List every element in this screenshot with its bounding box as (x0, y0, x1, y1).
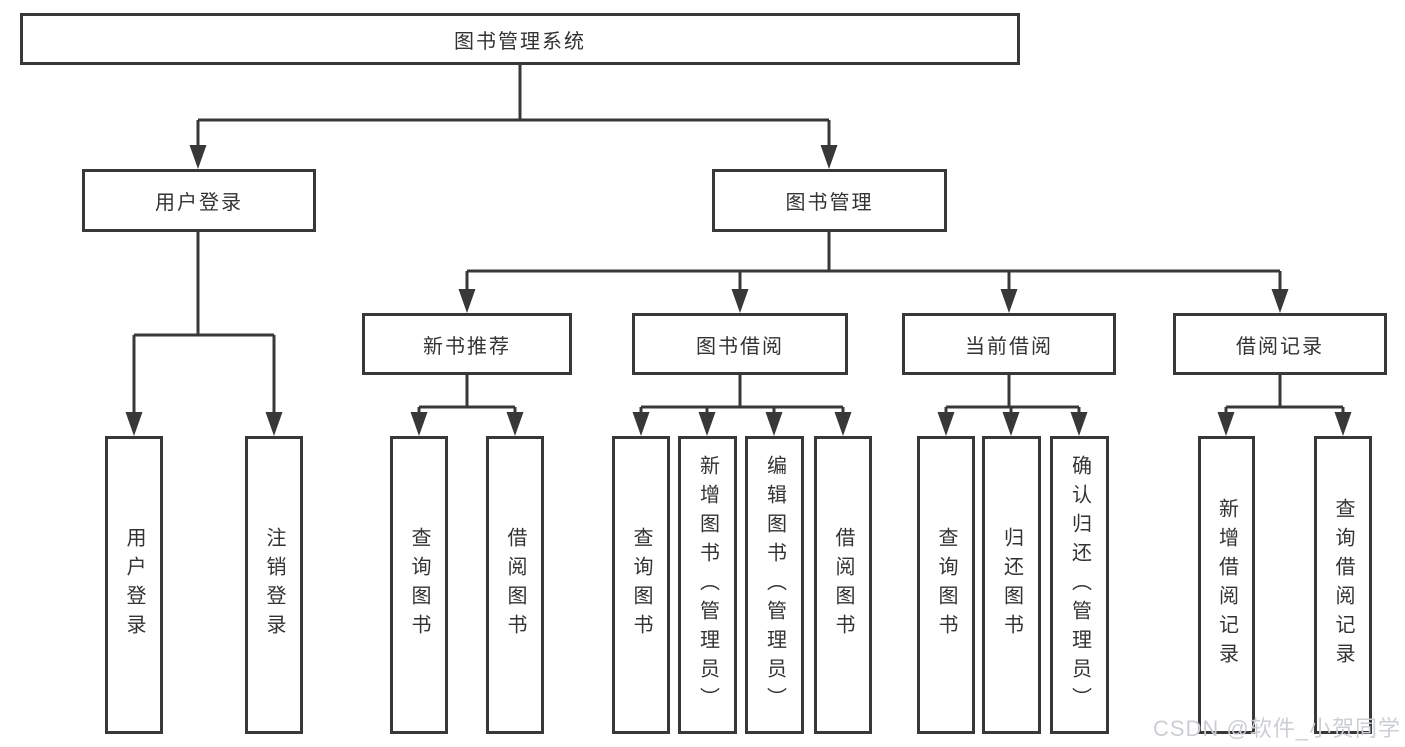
connector-root-to-level2 (189, 65, 838, 169)
connector-new-book-recommend-to-leaves (410, 375, 524, 436)
leaf-borrow-books-2-label: 借阅图书 (832, 527, 854, 643)
leaf-add-borrow-record: 新增借阅记录 (1198, 436, 1255, 734)
leaf-edit-book-admin: 编辑图书（管理员） (745, 436, 804, 734)
connector-user-login-to-leaves (125, 232, 283, 436)
node-book-management: 图书管理 (712, 169, 947, 232)
leaf-add-book-admin-label: 新增图书（管理员） (696, 454, 719, 716)
node-new-book-recommend: 新书推荐 (362, 313, 572, 375)
leaf-borrow-books-2: 借阅图书 (814, 436, 872, 734)
leaf-confirm-return-admin-label: 确认归还（管理员） (1068, 454, 1091, 716)
leaf-borrow-books-1-label: 借阅图书 (504, 527, 526, 643)
node-current-borrowing-label: 当前借阅 (965, 335, 1053, 358)
leaf-return-book-label: 归还图书 (1000, 527, 1023, 643)
node-user-login: 用户登录 (82, 169, 316, 232)
leaf-add-book-admin: 新增图书（管理员） (678, 436, 737, 734)
connector-current-borrowing-to-leaves (937, 375, 1088, 436)
root-node: 图书管理系统 (20, 13, 1020, 65)
watermark: CSDN @软件_小贺同学 (1152, 716, 1401, 741)
leaf-query-books-2-label: 查询图书 (630, 527, 652, 643)
leaf-return-book: 归还图书 (982, 436, 1041, 734)
connector-book-borrowing-to-leaves (632, 375, 852, 436)
leaf-query-books-3-label: 查询图书 (935, 527, 957, 643)
node-borrow-records-label: 借阅记录 (1236, 335, 1324, 358)
node-book-borrowing-label: 图书借阅 (696, 335, 784, 358)
leaf-query-books-1-label: 查询图书 (408, 527, 430, 643)
node-book-management-label: 图书管理 (785, 192, 874, 214)
node-user-login-label: 用户登录 (155, 192, 243, 214)
leaf-confirm-return-admin: 确认归还（管理员） (1050, 436, 1109, 734)
leaf-borrow-books-1: 借阅图书 (486, 436, 544, 734)
node-borrow-records: 借阅记录 (1173, 313, 1387, 375)
leaf-logout: 注销登录 (245, 436, 303, 734)
leaf-user-login: 用户登录 (105, 436, 163, 734)
leaf-add-borrow-record-label: 新增借阅记录 (1215, 498, 1238, 672)
connector-book-management-to-level3 (458, 232, 1289, 313)
connector-borrow-records-to-leaves (1217, 375, 1352, 436)
leaf-logout-label: 注销登录 (263, 527, 285, 643)
leaf-query-borrow-record: 查询借阅记录 (1314, 436, 1372, 734)
leaf-query-books-3: 查询图书 (917, 436, 975, 734)
leaf-query-borrow-record-label: 查询借阅记录 (1332, 498, 1354, 672)
node-current-borrowing: 当前借阅 (902, 313, 1116, 375)
node-new-book-recommend-label: 新书推荐 (423, 335, 511, 358)
leaf-user-login-label: 用户登录 (123, 527, 145, 643)
leaf-query-books-2: 查询图书 (612, 436, 670, 734)
root-label: 图书管理系统 (454, 30, 586, 53)
leaf-edit-book-admin-label: 编辑图书（管理员） (763, 454, 786, 716)
leaf-query-books-1: 查询图书 (390, 436, 448, 734)
node-book-borrowing: 图书借阅 (632, 313, 848, 375)
